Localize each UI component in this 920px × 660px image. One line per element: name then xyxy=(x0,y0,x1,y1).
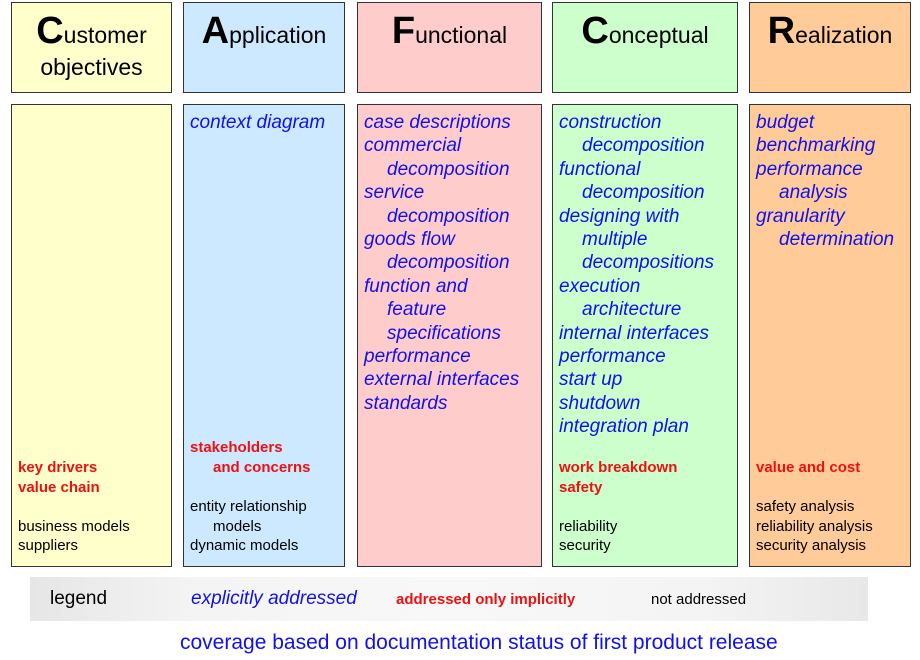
list-item-continuation: determination xyxy=(779,229,895,251)
list-item: key drivers xyxy=(18,459,98,477)
header-initial: A xyxy=(201,10,230,52)
list-item-continuation: feature xyxy=(387,299,447,321)
list-item: value chain xyxy=(18,478,100,496)
list-item: reliability analysis xyxy=(756,517,873,535)
legend-label: legend xyxy=(50,588,108,609)
header-conceptual: Conceptual xyxy=(552,2,738,93)
not-addressed-list: reliability security xyxy=(559,517,677,556)
list-item: integration plan xyxy=(559,416,689,438)
header-rest: ealization xyxy=(795,22,893,48)
list-item-continuation: analysis xyxy=(779,182,848,204)
header-rest: ustomer xyxy=(63,22,147,48)
header-initial: F xyxy=(391,10,416,52)
implicit-list: stakeholders and concerns xyxy=(190,438,311,477)
list-item: reliability xyxy=(559,517,618,535)
list-item: safety analysis xyxy=(756,498,855,516)
list-item: service xyxy=(364,182,425,204)
header-rest: onceptual xyxy=(608,22,709,48)
list-item: internal interfaces xyxy=(559,322,709,344)
header-realization: Realization xyxy=(749,2,911,93)
list-item: functional xyxy=(559,158,641,180)
list-item-continuation: decomposition xyxy=(387,252,510,274)
list-item: performance xyxy=(756,158,863,180)
list-item: performance xyxy=(559,346,666,368)
header-initial: R xyxy=(767,10,796,52)
header-customer-objectives: Customer objectives xyxy=(11,2,172,93)
list-item-continuation: decomposition xyxy=(582,182,705,204)
list-item: safety xyxy=(559,478,603,496)
implicit-list: value and cost xyxy=(756,458,873,478)
column-application: context diagram stakeholders and concerns… xyxy=(183,104,345,567)
list-item: granularity xyxy=(756,205,845,227)
legend-implicit: addressed only implicitly xyxy=(396,591,576,608)
header-rest: pplication xyxy=(229,22,327,48)
list-item: suppliers xyxy=(18,537,79,555)
list-item-continuation: decomposition xyxy=(387,158,510,180)
list-item: construction xyxy=(559,112,662,133)
list-item: security analysis xyxy=(756,537,867,555)
not-addressed-list: business models suppliers xyxy=(18,517,130,556)
list-item: performance xyxy=(364,346,471,368)
list-item: standards xyxy=(364,392,448,414)
legend-bar: legend explicitly addressed addressed on… xyxy=(30,577,868,621)
header-functional: Functional xyxy=(357,2,542,93)
list-item: commercial xyxy=(364,135,462,157)
list-item: dynamic models xyxy=(190,537,299,555)
list-item: work breakdown xyxy=(559,459,678,477)
list-item: entity relationship xyxy=(190,498,307,516)
list-item: external interfaces xyxy=(364,369,520,391)
list-item-continuation: decomposition xyxy=(582,135,705,157)
list-item: value and cost xyxy=(756,459,861,477)
legend-explicit: explicitly addressed xyxy=(191,588,357,609)
list-item: start up xyxy=(559,369,623,391)
list-item-continuation: and concerns xyxy=(213,459,311,477)
list-item: execution xyxy=(559,275,641,297)
list-item: designing with xyxy=(559,205,680,227)
list-item: case descriptions xyxy=(364,112,511,133)
list-item: goods flow xyxy=(364,229,455,251)
list-item-continuation: specifications xyxy=(387,322,502,344)
legend-not-addressed: not addressed xyxy=(651,591,747,608)
header-rest: unctional xyxy=(415,22,508,48)
bottom-lists: stakeholders and concerns entity relation… xyxy=(190,438,311,556)
list-item: benchmarking xyxy=(756,135,876,157)
list-item: security xyxy=(559,537,611,555)
list-item: budget xyxy=(756,112,815,133)
list-item: shutdown xyxy=(559,392,641,414)
list-item: context diagram xyxy=(190,112,326,133)
header-initial: C xyxy=(36,10,64,52)
list-item: stakeholders xyxy=(190,439,283,457)
header-line2: objectives xyxy=(40,54,143,80)
list-item-continuation: models xyxy=(213,517,262,535)
explicit-list: context diagram xyxy=(190,111,325,134)
list-item-continuation: decomposition xyxy=(387,205,510,227)
list-item-continuation: decompositions xyxy=(582,252,715,274)
list-item: function and xyxy=(364,275,468,297)
footer-caption: coverage based on documentation status o… xyxy=(180,631,778,654)
list-item: business models xyxy=(18,517,130,535)
list-item-continuation: multiple xyxy=(582,229,648,251)
header-application: Application xyxy=(183,2,345,93)
list-item-continuation: architecture xyxy=(582,299,682,321)
header-initial: C xyxy=(581,10,609,52)
